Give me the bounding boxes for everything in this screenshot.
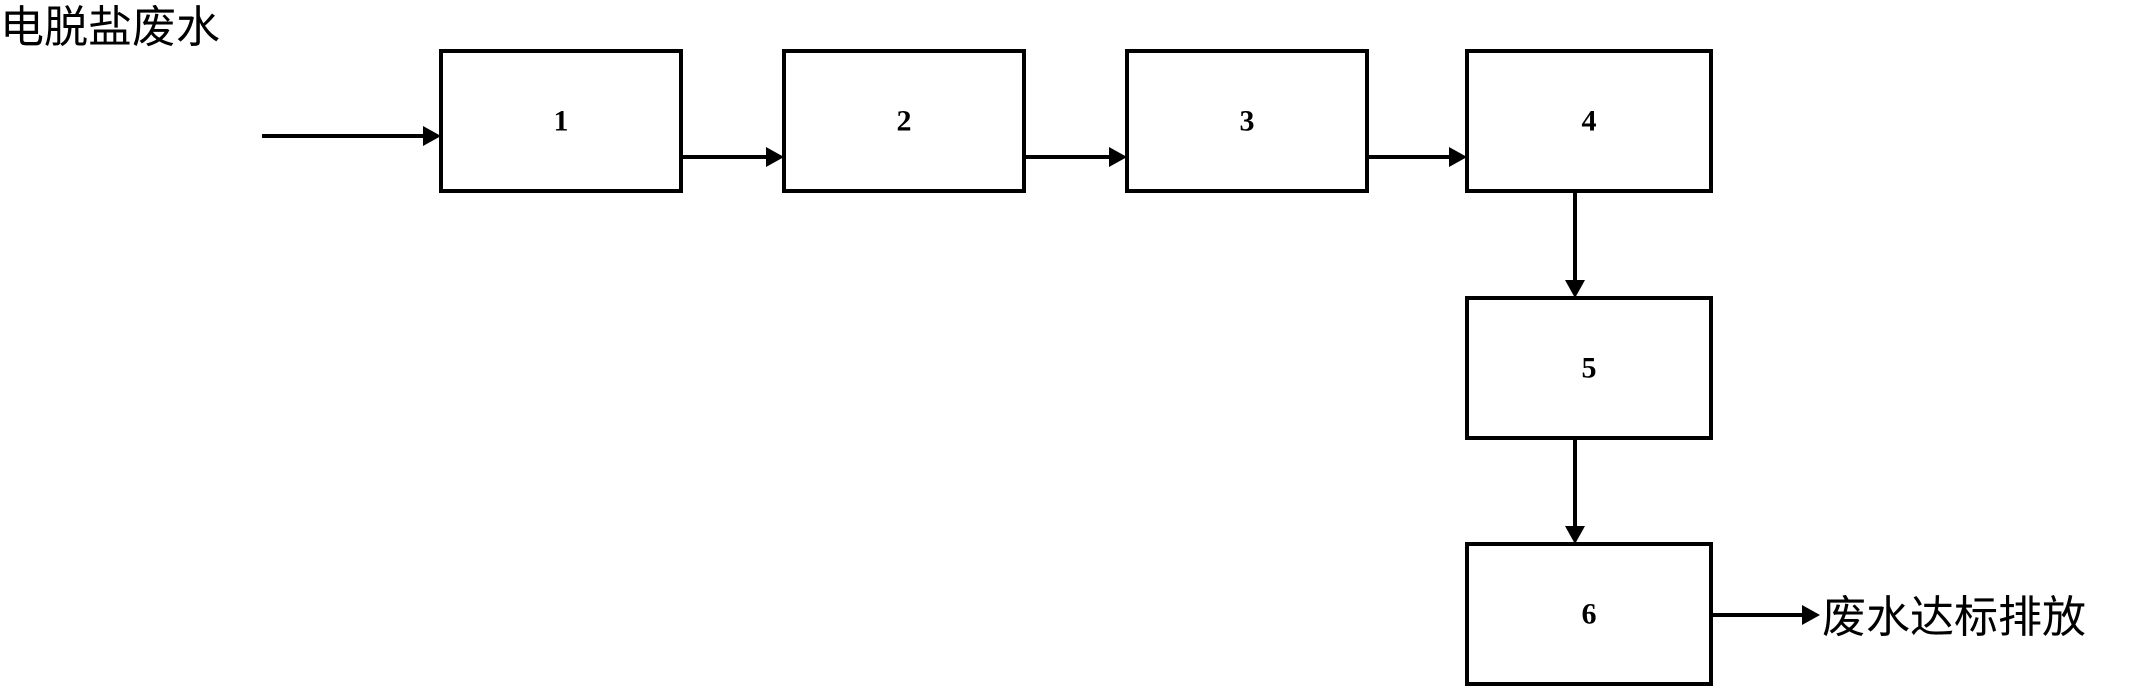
arrow-3-to-4 (1367, 147, 1467, 167)
process-box-6-label: 6 (1582, 598, 1597, 631)
process-box-2 (782, 49, 1026, 193)
arrow-input-to-1 (262, 126, 441, 146)
arrow-1-to-2 (681, 147, 784, 167)
process-box-4 (1465, 49, 1713, 193)
arrow-6-to-output (1711, 605, 1820, 625)
input-label: 电脱盐废水 (0, 2, 220, 53)
process-box-5 (1465, 296, 1713, 440)
process-box-6 (1465, 542, 1713, 686)
output-label: 废水达标排放 (1822, 592, 2086, 643)
arrow-2-to-3 (1024, 147, 1127, 167)
process-box-4-label: 4 (1582, 105, 1597, 138)
process-box-3-label: 3 (1240, 105, 1255, 138)
process-box-1-label: 1 (554, 105, 569, 138)
process-box-1 (439, 49, 683, 193)
arrow-5-to-6 (1565, 438, 1585, 544)
process-box-5-label: 5 (1582, 352, 1597, 385)
arrow-4-to-5 (1565, 191, 1585, 298)
process-box-3 (1125, 49, 1369, 193)
process-box-2-label: 2 (897, 105, 912, 138)
